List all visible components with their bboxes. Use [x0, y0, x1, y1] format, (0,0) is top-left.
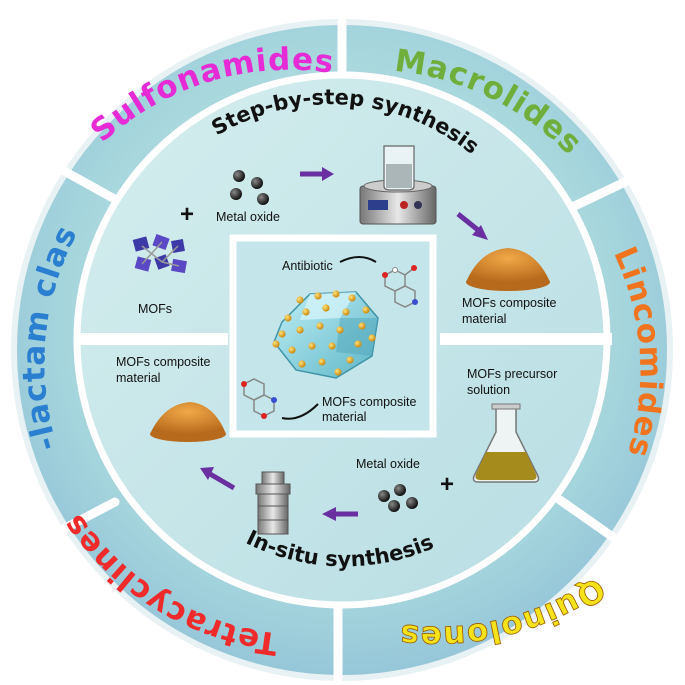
mofs-label: MOFs: [138, 302, 172, 316]
gold-nanoparticle: [346, 356, 354, 364]
precursor-label-2: solution: [467, 383, 510, 397]
gold-nanoparticle: [302, 308, 310, 316]
gold-nanoparticle: [368, 334, 376, 342]
gold-nanoparticle: [328, 342, 336, 350]
top-composite-label-2: material: [462, 312, 506, 326]
metal-oxide-particles-icon: [230, 170, 269, 205]
gold-nanoparticle: [278, 330, 286, 338]
bottom-plus: +: [440, 471, 454, 498]
powder-pile-icon: [150, 402, 226, 442]
molecule-icon-bottom: [241, 378, 277, 419]
divider-left: [78, 333, 228, 345]
bottom-composite-label-1: MOFs composite: [116, 355, 211, 369]
divider-right: [440, 333, 612, 345]
gold-nanoparticle: [298, 360, 306, 368]
arrow-bottom-left: [322, 507, 358, 521]
gold-nanoparticle: [296, 296, 304, 304]
gold-nanoparticle: [348, 294, 356, 302]
gold-nanoparticle: [316, 322, 324, 330]
polyhedron-crystal-icon: [273, 291, 379, 379]
gold-nanoparticle: [314, 292, 322, 300]
flask-icon: [472, 403, 540, 483]
ring-separators: [47, 17, 630, 683]
center-composite-label-2: material: [322, 410, 366, 424]
antibiotic-label: Antibiotic: [282, 259, 333, 273]
gold-nanoparticle: [332, 290, 340, 298]
gold-nanoparticle: [318, 358, 326, 366]
beaker-icon: [383, 145, 415, 191]
metal-oxide-particles-icon: [378, 484, 418, 512]
center-composite-label-1: MOFs composite: [322, 395, 417, 409]
gold-nanoparticles: [272, 290, 376, 376]
bottom-composite-label-2: material: [116, 371, 160, 385]
gold-nanoparticle: [354, 340, 362, 348]
gold-nanoparticle: [362, 306, 370, 314]
hot-plate-stirrer-icon: [359, 179, 437, 225]
gold-nanoparticle: [272, 340, 280, 348]
molecule-icon-top: [382, 265, 418, 308]
precursor-label-1: MOFs precursor: [467, 367, 557, 381]
top-metal-oxide-label: Metal oxide: [216, 210, 280, 224]
gold-nanoparticle: [334, 368, 342, 376]
gold-nanoparticle: [296, 326, 304, 334]
gold-nanoparticle: [308, 342, 316, 350]
gold-nanoparticle: [288, 346, 296, 354]
antibiotic-arrow: [339, 256, 377, 263]
gold-nanoparticle: [322, 304, 330, 312]
autoclave-icon: [255, 471, 291, 535]
bottom-metal-oxide-label: Metal oxide: [356, 457, 420, 471]
top-plus: +: [180, 201, 194, 228]
arrow-top-down: [456, 212, 488, 240]
arrow-top-right: [300, 167, 334, 181]
powder-pile-icon: [466, 248, 550, 291]
top-composite-label-1: MOFs composite: [462, 296, 557, 310]
gold-nanoparticle: [358, 322, 366, 330]
mof-crystal-icon: [132, 233, 187, 274]
gold-nanoparticle: [336, 326, 344, 334]
gold-nanoparticle: [342, 308, 350, 316]
arrow-bottom-up: [200, 467, 236, 491]
gold-nanoparticle: [284, 314, 292, 322]
composite-arrow: [281, 403, 319, 420]
